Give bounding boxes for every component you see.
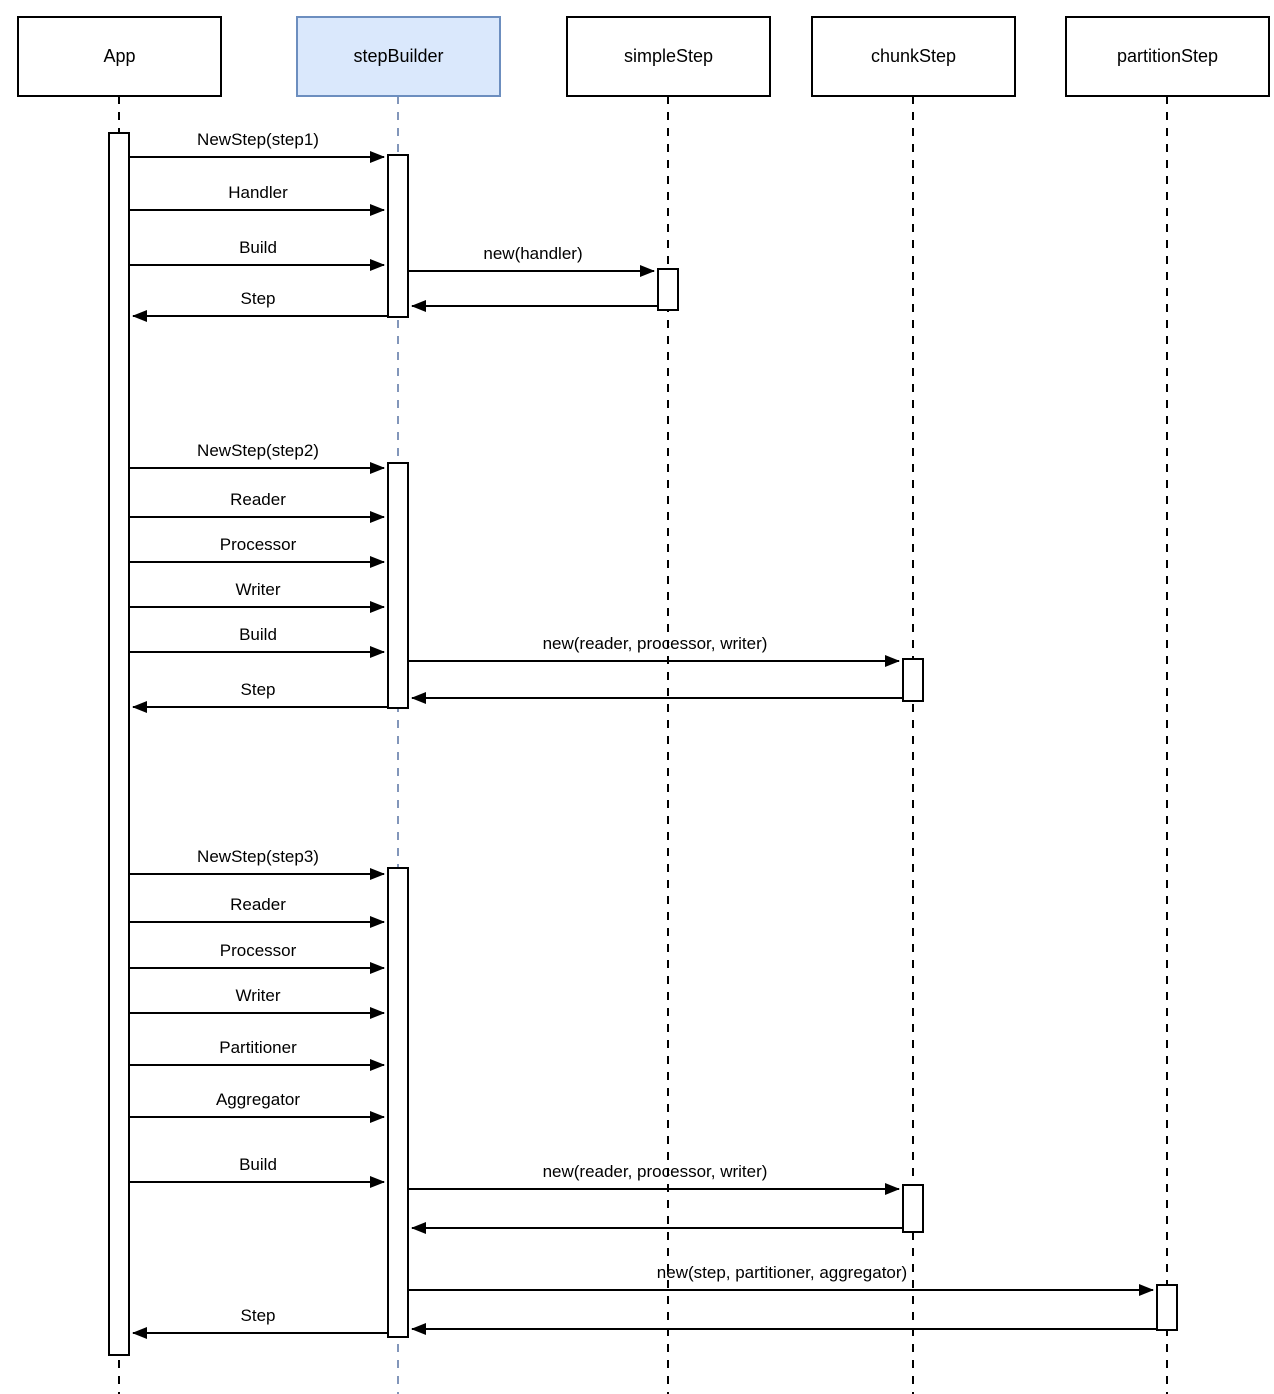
activation-stepbuilder-2 [387, 462, 409, 709]
activation-stepbuilder-3 [387, 867, 409, 1338]
participant-label: chunkStep [870, 46, 957, 66]
message-label-processor-1: Processor [219, 535, 297, 554]
message-label-writer-2: Writer [235, 986, 281, 1005]
message-label-new-rpw-1: new(reader, processor, writer) [542, 634, 768, 653]
message-label-step-1: Step [240, 289, 276, 308]
participant-app: App [17, 16, 222, 97]
activation-partitionstep [1156, 1284, 1178, 1331]
activation-simplestep [657, 268, 679, 311]
message-label-aggregator: Aggregator [215, 1090, 301, 1109]
activation-chunkstep-1 [902, 658, 924, 702]
message-label-build-2: Build [239, 625, 277, 644]
message-label-newstep-step2: NewStep(step2) [197, 441, 319, 460]
participant-label: App [103, 46, 136, 66]
message-label-step-2: Step [240, 680, 276, 699]
message-label-new-handler: new(handler) [483, 244, 583, 263]
message-label-newstep-step1: NewStep(step1) [197, 130, 319, 149]
activation-chunkstep-2 [902, 1184, 924, 1233]
participant-chunkstep: chunkStep [811, 16, 1016, 97]
message-label-writer-1: Writer [235, 580, 281, 599]
message-label-build-1: Build [239, 238, 277, 257]
message-label-build-3: Build [239, 1155, 277, 1174]
message-label-new-rpw-2: new(reader, processor, writer) [542, 1162, 768, 1181]
participant-label: stepBuilder [353, 46, 444, 66]
message-label-processor-2: Processor [219, 941, 297, 960]
message-label-handler: Handler [228, 183, 288, 202]
message-label-step-3: Step [240, 1306, 276, 1325]
participant-label: simpleStep [623, 46, 714, 66]
message-label-newstep-step3: NewStep(step3) [197, 847, 319, 866]
message-label-new-spa: new(step, partitioner, aggregator) [656, 1263, 908, 1282]
participant-stepbuilder: stepBuilder [296, 16, 501, 97]
message-label-reader-2: Reader [230, 895, 286, 914]
activation-stepbuilder-1 [387, 154, 409, 318]
participant-partitionstep: partitionStep [1065, 16, 1270, 97]
participant-label: partitionStep [1116, 46, 1219, 66]
message-label-partitioner: Partitioner [219, 1038, 297, 1057]
message-label-reader-1: Reader [230, 490, 286, 509]
activation-app [108, 132, 130, 1356]
participant-simplestep: simpleStep [566, 16, 771, 97]
